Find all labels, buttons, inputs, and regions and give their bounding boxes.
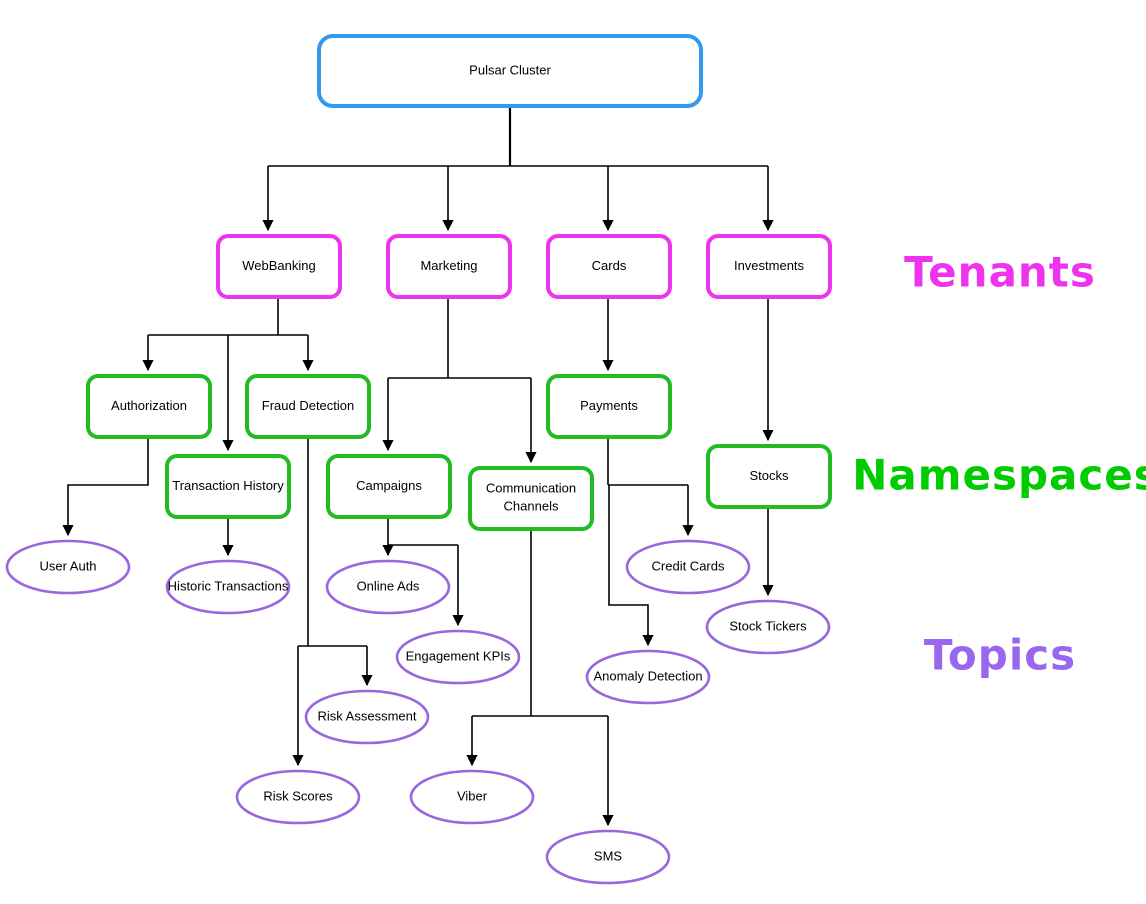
tenant-label: WebBanking — [242, 258, 315, 273]
topic-shape — [235, 769, 361, 825]
namespace-shape — [546, 374, 672, 439]
tenant-shape — [546, 234, 672, 299]
namespace-label: Fraud Detection — [262, 398, 355, 413]
topic-shape — [585, 649, 711, 705]
legend-namespaces: Namespaces — [852, 451, 1146, 500]
topic-label: Anomaly Detection — [593, 668, 702, 683]
tenant-shape — [216, 234, 342, 299]
namespace-shape — [468, 466, 594, 531]
node-viber[interactable]: Viber — [409, 769, 535, 825]
topic-label: Credit Cards — [652, 558, 725, 573]
node-stock-tickers[interactable]: Stock Tickers — [705, 599, 831, 655]
node-fraud-detection[interactable]: Fraud Detection — [245, 374, 371, 439]
node-risk-assessment[interactable]: Risk Assessment — [304, 689, 430, 745]
topic-label: Viber — [457, 788, 488, 803]
node-cards[interactable]: Cards — [546, 234, 672, 299]
topic-shape — [625, 539, 751, 595]
namespace-shape — [245, 374, 371, 439]
cluster-label: Pulsar Cluster — [469, 62, 551, 77]
topic-label: Engagement KPIs — [406, 648, 511, 663]
topic-label: Risk Assessment — [318, 708, 417, 723]
topic-shape — [409, 769, 535, 825]
node-payments[interactable]: Payments — [546, 374, 672, 439]
namespace-label: Transaction History — [172, 478, 284, 493]
namespace-label: Campaigns — [356, 478, 422, 493]
edge-authorization-to-user-auth — [62, 437, 149, 537]
cluster-shape — [317, 34, 703, 108]
namespace-label: Payments — [580, 398, 638, 413]
tenant-shape — [386, 234, 512, 299]
node-webbanking[interactable]: WebBanking — [216, 234, 342, 299]
namespace-shape — [706, 444, 832, 509]
namespace-label: Stocks — [749, 468, 789, 483]
namespace-shape — [86, 374, 212, 439]
node-stocks[interactable]: Stocks — [706, 444, 832, 509]
topic-shape — [545, 829, 671, 885]
tenant-label: Cards — [592, 258, 627, 273]
topic-label: User Auth — [39, 558, 96, 573]
node-engagement-kpis[interactable]: Engagement KPIs — [395, 629, 521, 685]
topic-label: Stock Tickers — [729, 618, 807, 633]
topic-shape — [5, 539, 131, 595]
edge-payments-to-anomaly-detection — [608, 485, 654, 647]
node-user-auth[interactable]: User Auth — [5, 539, 131, 595]
node-pulsar-cluster[interactable]: Pulsar Cluster — [317, 34, 703, 108]
tenant-label: Marketing — [420, 258, 477, 273]
node-sms[interactable]: SMS — [545, 829, 671, 885]
topic-shape — [165, 559, 291, 615]
namespace-shape — [326, 454, 452, 519]
node-campaigns[interactable]: Campaigns — [326, 454, 452, 519]
edges-layer — [62, 106, 774, 827]
node-marketing[interactable]: Marketing — [386, 234, 512, 299]
node-anomaly-detection[interactable]: Anomaly Detection — [585, 649, 711, 705]
namespace-label: Authorization — [111, 398, 187, 413]
topic-label: Historic Transactions — [168, 578, 289, 593]
topic-shape — [705, 599, 831, 655]
legend-topics: Topics — [924, 631, 1076, 680]
node-risk-scores[interactable]: Risk Scores — [235, 769, 361, 825]
tenant-label: Investments — [734, 258, 805, 273]
topic-shape — [395, 629, 521, 685]
topic-label: SMS — [594, 848, 623, 863]
topic-label: Risk Scores — [263, 788, 333, 803]
legend-tenants: Tenants — [904, 248, 1096, 297]
topic-label: Online Ads — [357, 578, 420, 593]
topic-shape — [325, 559, 451, 615]
node-credit-cards[interactable]: Credit Cards — [625, 539, 751, 595]
node-transaction-history[interactable]: Transaction History — [165, 454, 291, 519]
node-investments[interactable]: Investments — [706, 234, 832, 299]
tenant-shape — [706, 234, 832, 299]
node-authorization[interactable]: Authorization — [86, 374, 212, 439]
node-historic-transactions[interactable]: Historic Transactions — [165, 559, 291, 615]
namespace-shape — [165, 454, 291, 519]
topic-shape — [304, 689, 430, 745]
node-online-ads[interactable]: Online Ads — [325, 559, 451, 615]
